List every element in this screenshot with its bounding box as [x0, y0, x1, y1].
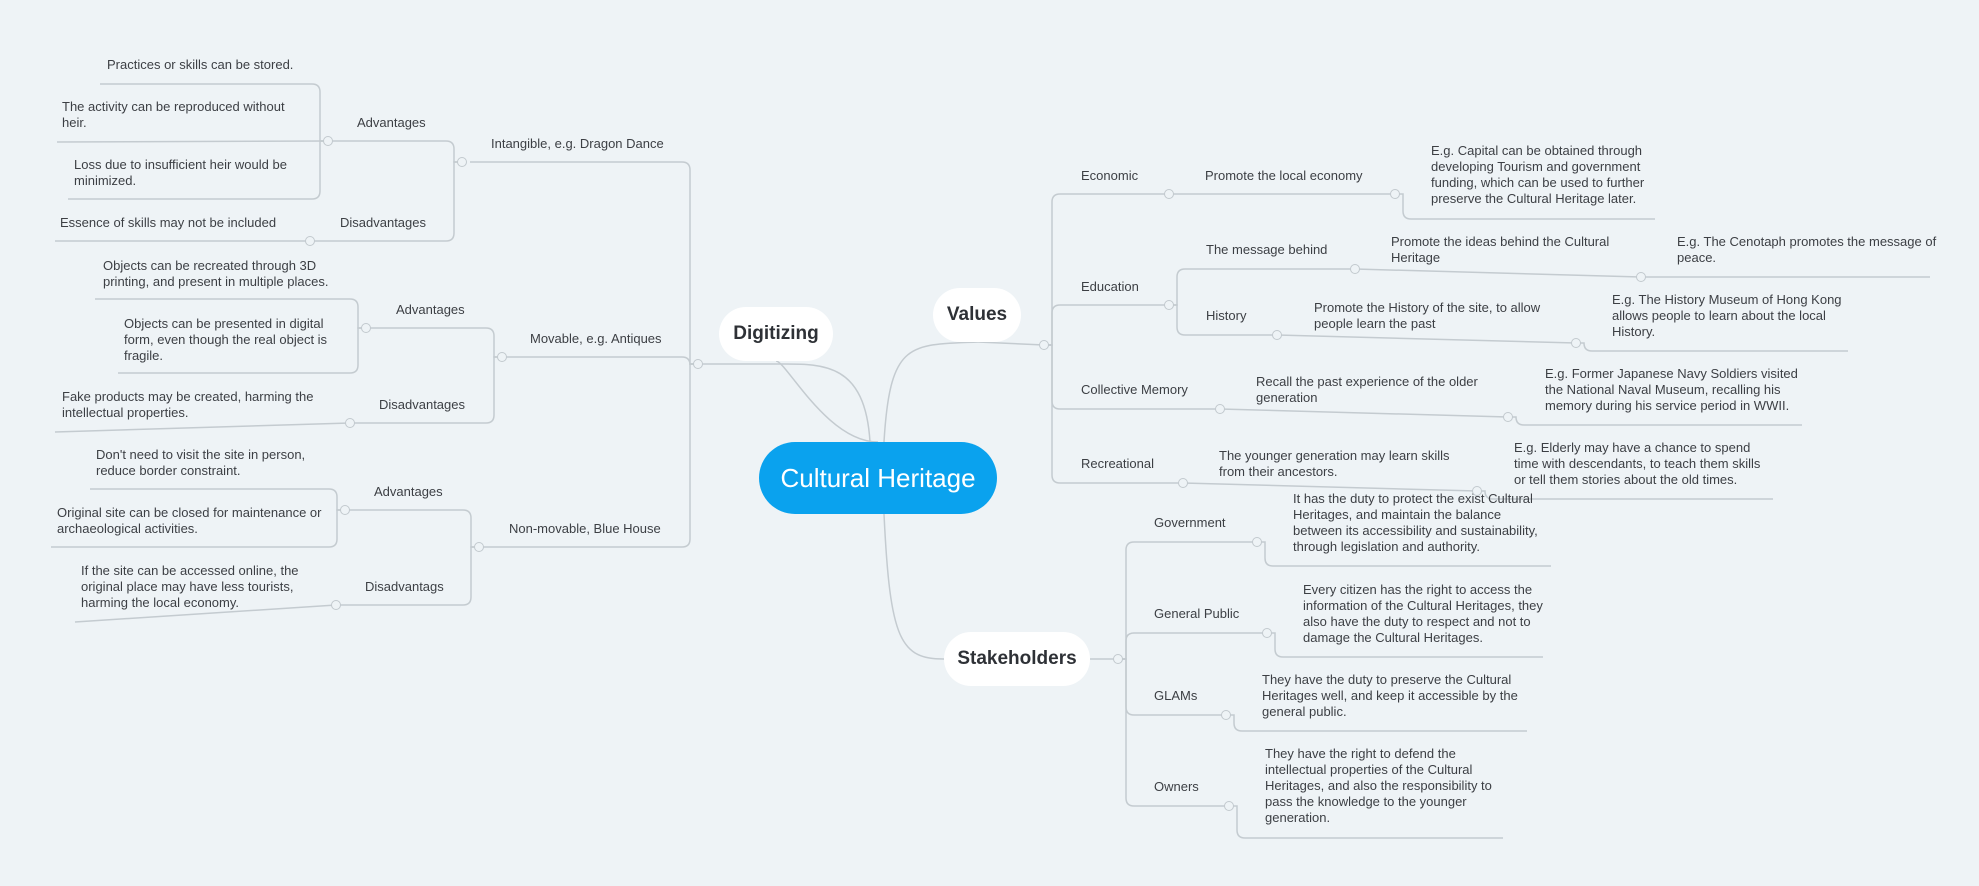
connector-dot[interactable]: [323, 136, 333, 146]
connector-dot[interactable]: [1178, 478, 1188, 488]
branch-movable[interactable]: Movable, e.g. Antiques: [530, 331, 662, 346]
intangible-adv-item: The activity can be reproduced without h…: [62, 99, 285, 130]
intangible-adv-item: Practices or skills can be stored.: [107, 57, 294, 72]
movable-adv-item: Objects can be presented in digital form…: [124, 316, 328, 363]
connector-dot[interactable]: [1390, 189, 1400, 199]
connector-dot[interactable]: [345, 418, 355, 428]
memory-sub: Recall the past experience of the older …: [1256, 374, 1478, 405]
topic-stakeholders[interactable]: Stakeholders: [944, 632, 1090, 686]
connector-dot[interactable]: [361, 323, 371, 333]
nonmovable-adv-item: Original site can be closed for maintena…: [57, 505, 322, 536]
nonmovable-dis-item: If the site can be accessed online, the …: [81, 563, 299, 610]
stakeholder-government[interactable]: Government: [1154, 515, 1226, 530]
connector-dot[interactable]: [1224, 801, 1234, 811]
stakeholder-general-public[interactable]: General Public: [1154, 606, 1240, 621]
connector-dot[interactable]: [1164, 189, 1174, 199]
connector-dot[interactable]: [457, 157, 467, 167]
connector-dot[interactable]: [331, 600, 341, 610]
connector-dot[interactable]: [1350, 264, 1360, 274]
education-message-sub: Promote the ideas behind the Cultural He…: [1391, 234, 1610, 265]
connector-dot[interactable]: [497, 352, 507, 362]
education-message-example: E.g. The Cenotaph promotes the message o…: [1677, 234, 1937, 265]
values-collective-memory[interactable]: Collective Memory: [1081, 382, 1188, 397]
glams-text: They have the duty to preserve the Cultu…: [1262, 672, 1518, 719]
general-public-text: Every citizen has the right to access th…: [1303, 582, 1543, 645]
economic-sub[interactable]: Promote the local economy: [1205, 168, 1363, 183]
owners-text: They have the right to defend the intell…: [1265, 746, 1492, 825]
education-message[interactable]: The message behind: [1206, 242, 1328, 257]
values-economic[interactable]: Economic: [1081, 168, 1139, 183]
topic-digitizing[interactable]: Digitizing: [719, 307, 833, 361]
nonmovable-adv-item: Don't need to visit the site in person, …: [96, 447, 306, 478]
connector-dot[interactable]: [1039, 340, 1049, 350]
memory-example: E.g. Former Japanese Navy Soldiers visit…: [1545, 366, 1798, 413]
values-recreational[interactable]: Recreational: [1081, 456, 1154, 471]
intangible-advantages[interactable]: Advantages: [357, 115, 426, 130]
movable-dis-item: Fake products may be created, harming th…: [62, 389, 314, 420]
stakeholder-owners[interactable]: Owners: [1154, 779, 1199, 794]
nonmovable-advantages[interactable]: Advantages: [374, 484, 443, 499]
connector-dot[interactable]: [1571, 338, 1581, 348]
connector-dot[interactable]: [1252, 537, 1262, 547]
connector-dot[interactable]: [305, 236, 315, 246]
connector-dot[interactable]: [340, 505, 350, 515]
connector-dot[interactable]: [1221, 710, 1231, 720]
intangible-dis-item: Essence of skills may not be included: [60, 215, 277, 230]
recreational-sub: The younger generation may learn skills …: [1219, 448, 1450, 479]
connector-dot[interactable]: [474, 542, 484, 552]
branch-intangible[interactable]: Intangible, e.g. Dragon Dance: [491, 136, 664, 151]
branch-nonmovable[interactable]: Non-movable, Blue House: [509, 521, 661, 536]
connector-dot[interactable]: [1503, 412, 1513, 422]
education-history-sub: Promote the History of the site, to allo…: [1314, 300, 1541, 331]
connector-dot[interactable]: [1262, 628, 1272, 638]
connector-dot[interactable]: [1472, 486, 1482, 496]
connector-dot[interactable]: [693, 359, 703, 369]
government-text: It has the duty to protect the exist Cul…: [1293, 491, 1538, 554]
movable-advantages[interactable]: Advantages: [396, 302, 465, 317]
movable-adv-item: Objects can be recreated through 3D prin…: [103, 258, 329, 289]
movable-disadvantages[interactable]: Disadvantages: [379, 397, 465, 412]
connector-dot[interactable]: [1113, 654, 1123, 664]
intangible-disadvantages[interactable]: Disadvantages: [340, 215, 426, 230]
connector-dot[interactable]: [1164, 300, 1174, 310]
central-topic[interactable]: Cultural Heritage: [759, 442, 997, 514]
education-history-example: E.g. The History Museum of Hong Kong all…: [1612, 292, 1842, 339]
connector-dot[interactable]: [1636, 272, 1646, 282]
nonmovable-disadvantages[interactable]: Disadvantags: [365, 579, 444, 594]
connector-dot[interactable]: [1272, 330, 1282, 340]
connector-dot[interactable]: [1215, 404, 1225, 414]
values-education[interactable]: Education: [1081, 279, 1139, 294]
economic-example: E.g. Capital can be obtained through dev…: [1431, 143, 1645, 206]
recreational-example: E.g. Elderly may have a chance to spend …: [1514, 440, 1761, 487]
topic-values[interactable]: Values: [933, 288, 1021, 342]
stakeholder-glams[interactable]: GLAMs: [1154, 688, 1198, 703]
education-history[interactable]: History: [1206, 308, 1247, 323]
intangible-adv-item: Loss due to insufficient heir would be m…: [74, 157, 287, 188]
